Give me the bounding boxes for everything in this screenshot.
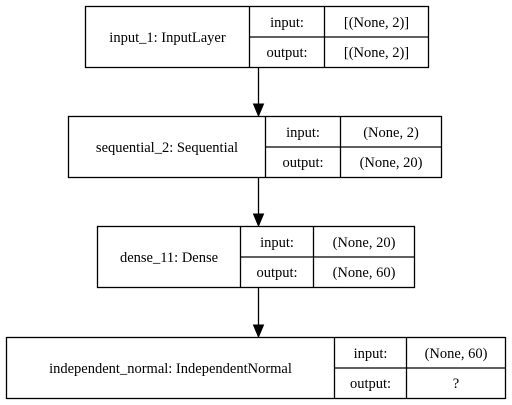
input-shape: (None, 2) (363, 125, 419, 141)
edge-sequential-to-dense (252, 178, 265, 228)
output-shape: (None, 20) (360, 155, 423, 171)
node-name: independent_normal: IndependentNormal (49, 361, 292, 377)
node-sequential: sequential_2: Sequential input: output: … (67, 115, 443, 179)
input-shape: (None, 20) (333, 235, 396, 251)
output-shape: [(None, 2)] (344, 45, 409, 61)
output-label: output: (256, 265, 297, 281)
output-label: output: (266, 45, 307, 61)
node-name: sequential_2: Sequential (96, 140, 238, 156)
output-shape: ? (453, 376, 459, 392)
output-label: output: (350, 376, 391, 392)
node-input-layer: input_1: InputLayer input: output: [(Non… (84, 5, 430, 69)
output-shape: (None, 60) (333, 265, 396, 281)
node-independent-normal: independent_normal: IndependentNormal in… (5, 336, 507, 400)
input-label: input: (354, 346, 388, 362)
input-label: input: (286, 125, 320, 141)
input-label: input: (260, 235, 294, 251)
edge-input-to-sequential (252, 68, 265, 118)
input-shape: [(None, 2)] (344, 15, 409, 31)
output-label: output: (282, 155, 323, 171)
edge-dense-to-independent-normal (252, 288, 265, 339)
node-dense: dense_11: Dense input: output: (None, 20… (96, 225, 416, 289)
node-name: dense_11: Dense (120, 250, 218, 266)
input-shape: (None, 60) (425, 346, 488, 362)
node-name: input_1: InputLayer (109, 30, 226, 46)
input-label: input: (270, 15, 304, 31)
